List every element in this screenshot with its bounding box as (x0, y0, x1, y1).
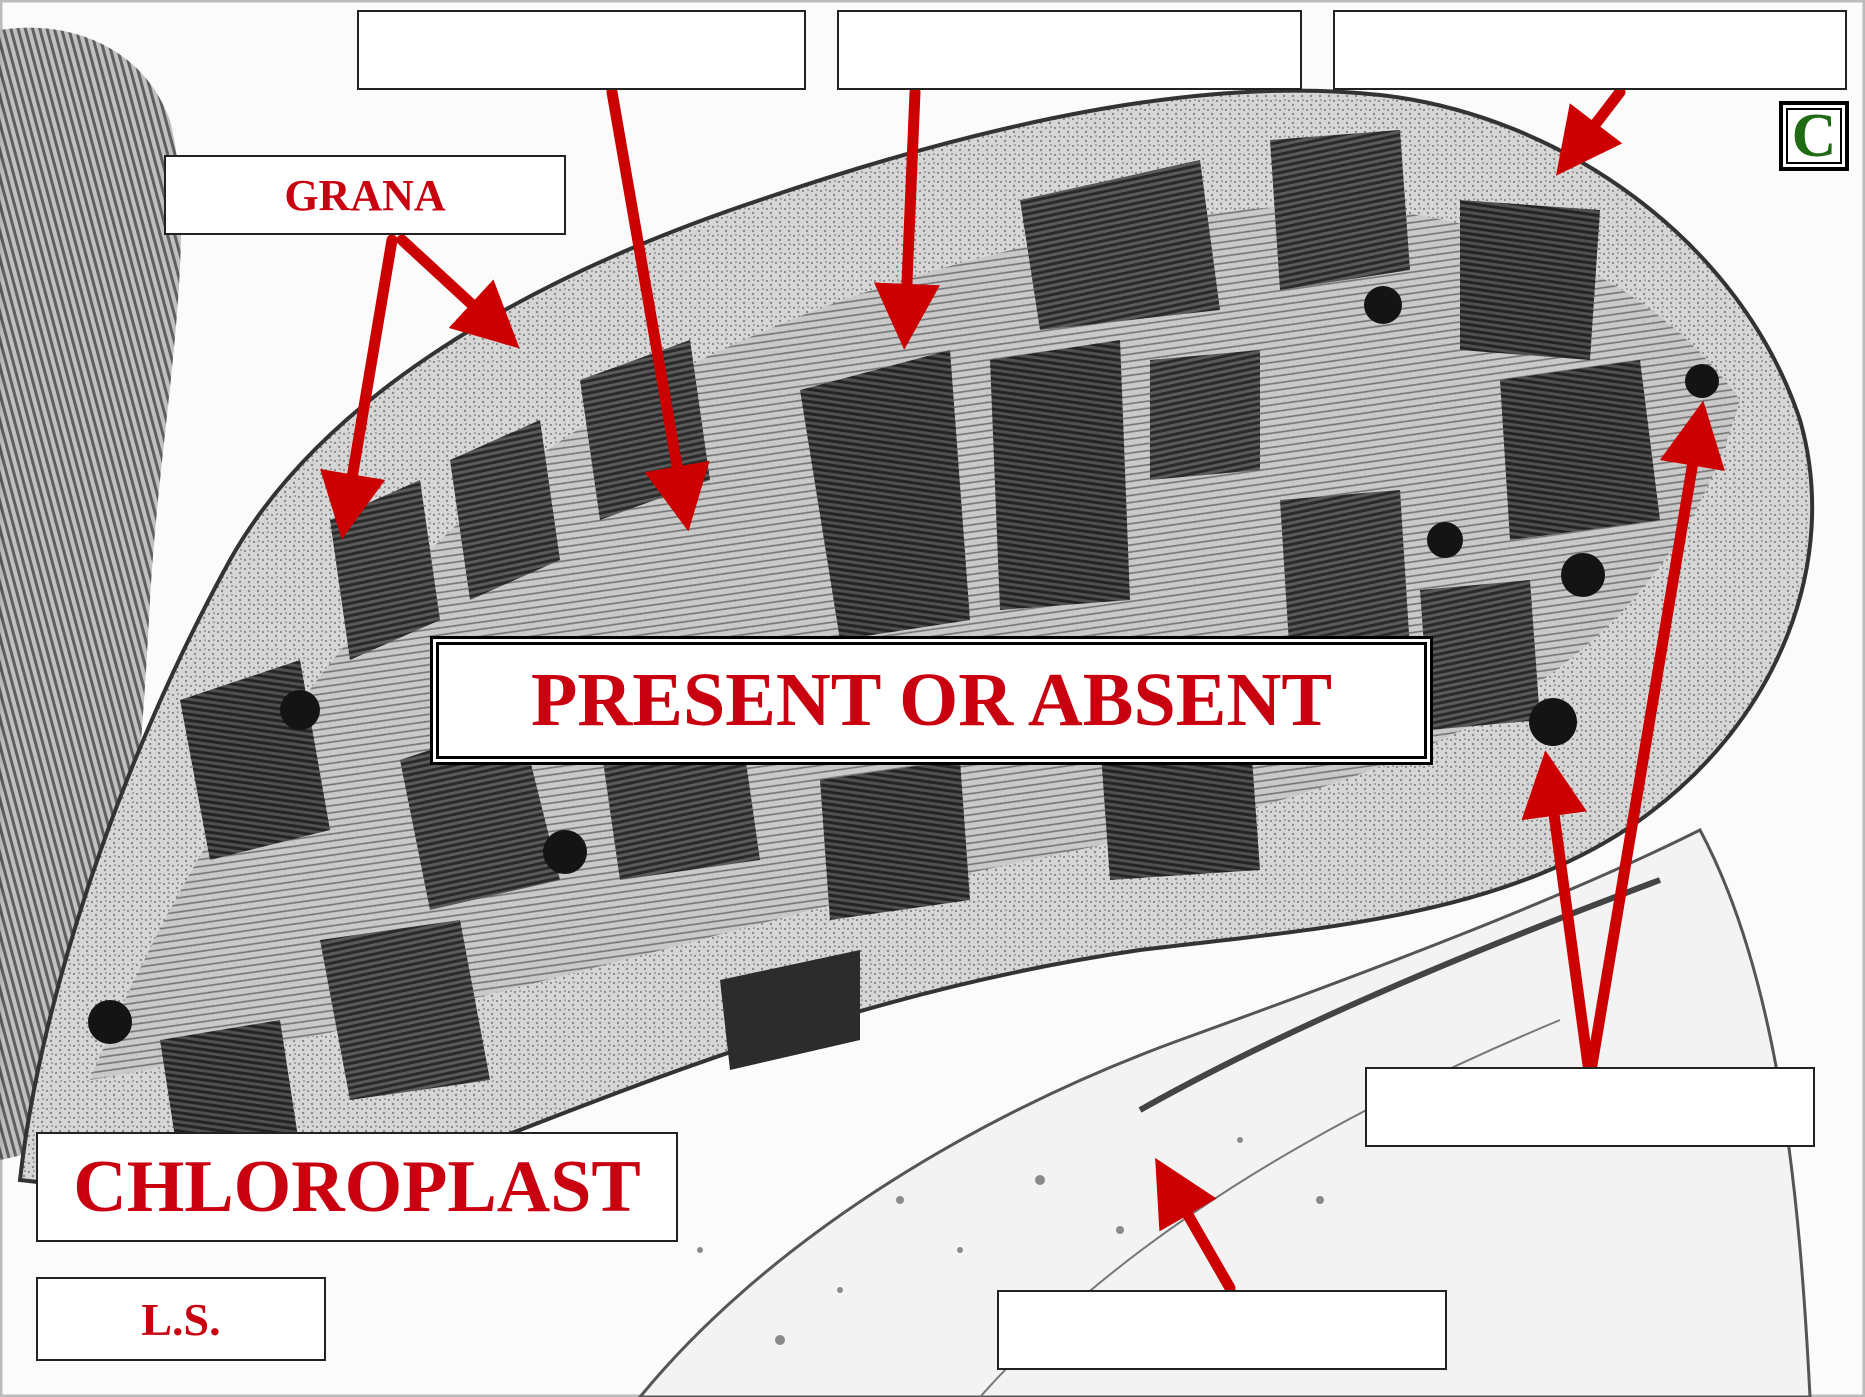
figure-title: CHLOROPLAST (36, 1132, 678, 1242)
blank-label-right[interactable] (1365, 1067, 1815, 1147)
panel-letter-badge-inner-border (1786, 108, 1842, 164)
blank-label-top-left[interactable] (357, 10, 806, 90)
blank-label-bottom[interactable] (997, 1290, 1447, 1370)
section-label: L.S. (36, 1277, 326, 1361)
blank-label-top-middle[interactable] (837, 10, 1302, 90)
panel-letter-badge: C (1779, 101, 1849, 171)
blank-label-top-right[interactable] (1333, 10, 1847, 90)
present-or-absent-prompt: PRESENT OR ABSENT (436, 642, 1427, 759)
grana-label: GRANA (164, 155, 566, 235)
